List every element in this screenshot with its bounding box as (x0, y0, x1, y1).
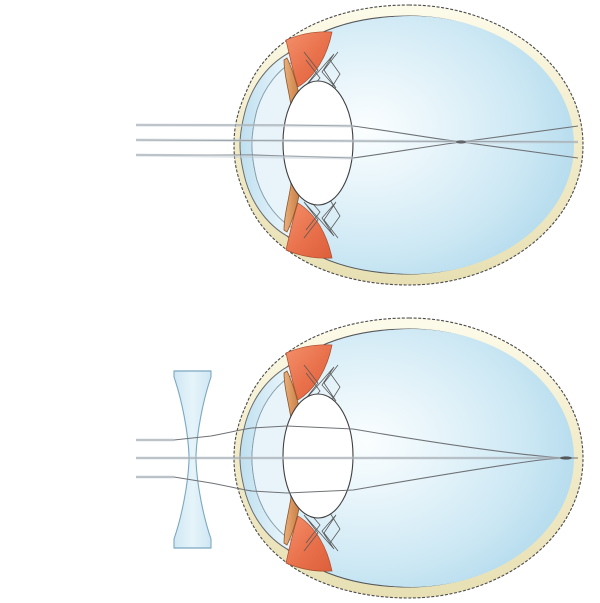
light-ray-halos (136, 438, 566, 479)
panel-uncorrected-myopic-eye (135, 4, 584, 286)
crystalline-lens (282, 80, 354, 206)
ciliary-body-inferior (285, 515, 333, 572)
light-ray-halos (135, 123, 579, 160)
panel-corrected-myopic-eye (136, 317, 584, 599)
ciliary-body-superior (285, 344, 333, 401)
focal-point (560, 456, 572, 460)
ciliary-body-inferior (285, 202, 333, 259)
focal-point (456, 140, 466, 144)
crystalline-lens (282, 393, 354, 519)
ciliary-body-superior (285, 31, 333, 88)
